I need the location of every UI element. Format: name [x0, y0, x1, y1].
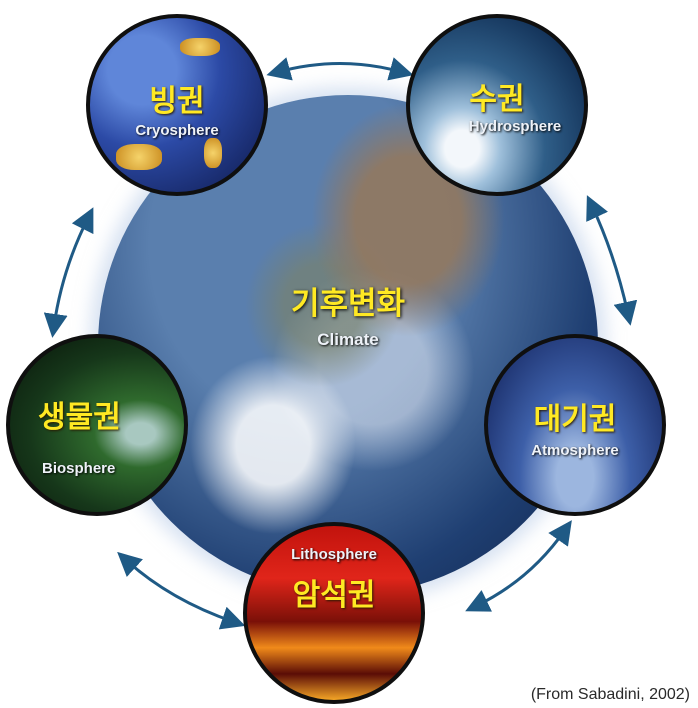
- biosphere-circle: 생물권 Biosphere: [6, 334, 188, 516]
- biosphere-label-ko: 생물권: [38, 400, 121, 435]
- cryosphere-label-en: Cryosphere: [135, 122, 219, 139]
- arrow-litho-bio: [117, 551, 246, 630]
- lithosphere-label-en: Lithosphere: [291, 546, 377, 563]
- lithosphere-circle: Lithosphere 암석권: [243, 522, 425, 704]
- ice-highlight-shape: [180, 38, 220, 56]
- source-credit: (From Sabadini, 2002): [530, 686, 690, 703]
- cryosphere-label-ko: 빙권: [149, 84, 205, 119]
- hydrosphere-label-ko: 수권: [469, 82, 525, 117]
- lithosphere-label-ko: 암석권: [292, 578, 376, 613]
- hydrosphere-circle: 수권 Hydrosphere: [406, 14, 588, 196]
- arrow-bio-cryo: [43, 207, 94, 338]
- climate-label-en: Climate: [317, 330, 379, 349]
- arrow-atmo-litho: [465, 520, 572, 612]
- hydrosphere-label-en: Hydrosphere: [468, 118, 562, 135]
- atmosphere-label-ko: 대기권: [533, 402, 617, 437]
- atmosphere-circle: 대기권 Atmosphere: [484, 334, 666, 516]
- ice-highlight-shape: [204, 138, 222, 168]
- cryosphere-circle: 빙권 Cryosphere: [86, 14, 268, 196]
- atmosphere-label-en: Atmosphere: [531, 442, 619, 459]
- arrow-hydro-atmo: [586, 195, 638, 326]
- ice-highlight-shape: [116, 144, 162, 170]
- arrow-cryo-hydro: [266, 57, 414, 81]
- biosphere-label-en: Biosphere: [42, 460, 116, 477]
- climate-label-ko: 기후변화: [290, 286, 406, 322]
